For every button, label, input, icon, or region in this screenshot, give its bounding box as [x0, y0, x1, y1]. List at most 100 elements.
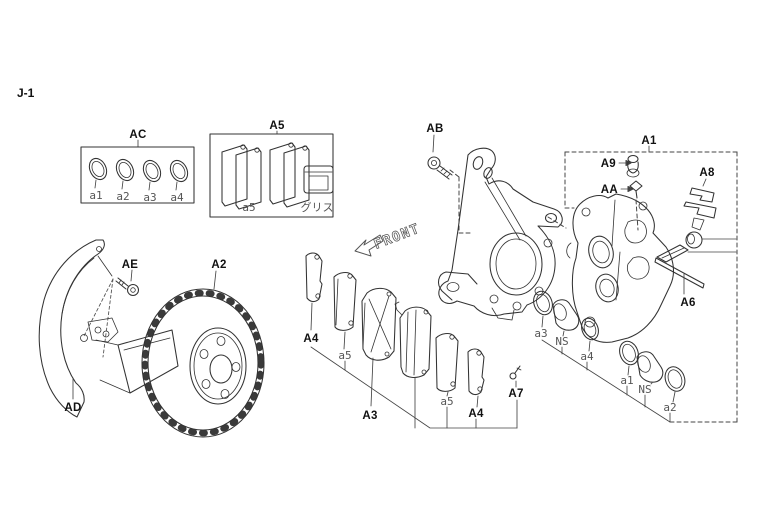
- seal-ring-a3: [533, 290, 553, 316]
- caliper-rib: [615, 251, 621, 301]
- outer-shim-right: [467, 348, 485, 396]
- brake-pads-group: A4 a5 A3 a5 A4: [303, 252, 523, 429]
- ring-inner: [172, 162, 186, 180]
- bleeder-cap-top: [627, 154, 639, 164]
- label-ns-right: NS: [638, 383, 651, 396]
- front-arrow-icon: [354, 234, 384, 257]
- knuckle-rib: [484, 181, 521, 241]
- piston-right: [636, 351, 664, 383]
- bolt-thread: [121, 281, 125, 286]
- rotor-hub-face: [193, 332, 243, 400]
- bolt-thread: [440, 167, 445, 172]
- pad-tab: [423, 309, 429, 315]
- piston-seal-group: a3 NS a4 a1 NS a2: [533, 290, 686, 423]
- pad-tab: [384, 351, 390, 357]
- ac-kit-box: AC a1 a2 a3 a4: [80, 129, 195, 204]
- pin-cap: [685, 231, 703, 249]
- label-a2: a2: [116, 190, 129, 203]
- ab-dash: [449, 169, 460, 178]
- callout-a6: A6: [680, 297, 695, 309]
- caliper-boss: [581, 207, 591, 217]
- callout-a1: A1: [641, 135, 657, 147]
- callout-a2: A2: [211, 259, 226, 271]
- steering-knuckle-drawing: [437, 147, 567, 321]
- shim-tab: [314, 254, 320, 260]
- lower-arm: [437, 271, 478, 301]
- caliper-boss: [638, 201, 648, 211]
- bracket-hole: [102, 330, 110, 338]
- strut-bolt-hole: [483, 167, 493, 179]
- bolt-thread: [446, 173, 451, 178]
- shim-tab: [288, 142, 294, 148]
- piston-left: [552, 299, 580, 331]
- pad-brace-line: [370, 295, 390, 353]
- shim-tab: [477, 386, 483, 392]
- wheel-stud-hole: [220, 389, 230, 399]
- piston-rim: [637, 355, 651, 373]
- clip-upper: [689, 187, 715, 203]
- clip-hook: [691, 217, 705, 231]
- label-a3: a3: [143, 191, 156, 204]
- label-a1: a1: [89, 189, 102, 202]
- shield-join-line: [95, 339, 119, 346]
- ring-outer: [169, 159, 189, 183]
- shield-flap: [117, 329, 179, 394]
- hub-lug-hole: [543, 238, 553, 248]
- shim-plate: [269, 142, 296, 205]
- ring-outer: [115, 158, 135, 182]
- a1-assembly-box: A1: [564, 135, 738, 423]
- wear-indicator-clip: [394, 301, 403, 316]
- seal-ring-a1: [619, 340, 639, 366]
- rotor-center-bore: [209, 354, 233, 384]
- aa-arrowhead-icon: [627, 185, 634, 193]
- bracket-hole: [80, 334, 88, 342]
- bolt-head-center: [130, 287, 136, 293]
- splash-shield-drawing: AD: [38, 239, 179, 418]
- pad-tab: [421, 369, 427, 375]
- brake-rotor-drawing: A2: [141, 259, 265, 438]
- ring-outer: [142, 159, 162, 183]
- hub-lug-hole: [489, 294, 499, 304]
- seal-ring-3: [142, 159, 162, 183]
- grease-packet-outer: [303, 165, 334, 194]
- inner-shim-left: [333, 272, 357, 331]
- shim-tab: [254, 147, 260, 153]
- seal-ring-4: [169, 159, 189, 183]
- callout-a8: A8: [699, 167, 715, 179]
- callout-a4-left: A4: [303, 333, 319, 345]
- a3-leader: [370, 357, 374, 407]
- piston-body: [552, 299, 580, 331]
- bridge-window: [624, 219, 647, 244]
- hub-lug-hole: [512, 301, 522, 311]
- bolt-head: [427, 156, 441, 170]
- page-code: J-1: [17, 86, 35, 100]
- bleeder-cap-base: [626, 168, 640, 178]
- bolt-thread: [443, 170, 448, 175]
- callout-a4-right: A4: [468, 408, 484, 420]
- ring-outer: [581, 317, 599, 341]
- label-seal-a4: a4: [580, 350, 594, 363]
- ring1-leader: [94, 179, 97, 189]
- seal-a2-leader: [672, 391, 676, 403]
- shield-inner-arc: [61, 257, 95, 315]
- callout-aa: AA: [601, 184, 618, 196]
- bolt-shaft: [436, 169, 450, 180]
- shim-tab: [347, 273, 353, 279]
- ring-inner: [536, 293, 550, 313]
- seal-a1-leader: [627, 365, 630, 376]
- shield-bracket: [87, 317, 119, 343]
- seal-ring-2: [115, 158, 135, 182]
- ring-outer: [664, 366, 686, 392]
- rotor-hub-outer: [189, 327, 247, 405]
- rotor-rim-inner: [147, 295, 259, 431]
- ring-outer: [533, 290, 553, 316]
- ring3-leader: [148, 181, 151, 191]
- a4-left-leader: [310, 302, 313, 331]
- caliper-outline: [571, 193, 675, 343]
- ns-right-leader: [650, 382, 653, 385]
- ac-box-frame: [80, 146, 195, 204]
- seal-a3-leader: [541, 315, 544, 328]
- shim-tab: [476, 350, 482, 356]
- wheel-stud-hole: [201, 379, 211, 389]
